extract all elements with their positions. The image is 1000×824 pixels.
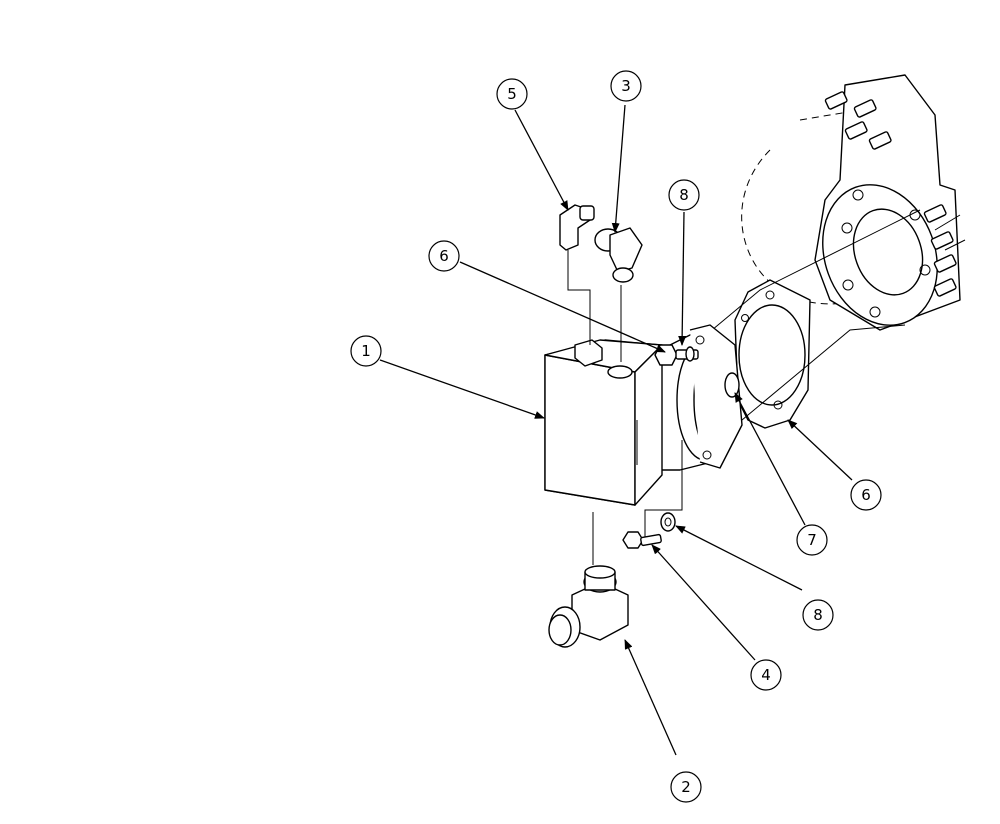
leader-lines [379,104,853,756]
callout-label: 7 [807,531,817,549]
callout-label: 8 [813,606,823,624]
callout-8-upper: 8 [668,179,700,211]
callout-label: 4 [761,666,771,684]
callout-8-lower: 8 [802,599,834,631]
callout-label: 2 [681,778,691,796]
valve-block [544,339,663,506]
callout-label: 8 [679,186,689,204]
gasket [734,279,811,429]
callout-label: 6 [861,486,871,504]
gearbox-housing [741,74,966,331]
fitting-5 [559,204,595,260]
callout-label: 3 [621,77,631,95]
callout-5: 5 [496,78,528,110]
callout-7: 7 [796,524,828,556]
callout-6-lower: 6 [850,479,882,511]
washer-8 [660,512,676,532]
fitting-2 [548,565,629,648]
callout-label: 1 [361,342,371,360]
fitting-3 [594,227,643,283]
callout-label: 5 [507,85,517,103]
housing-bolts [824,91,957,297]
callout-6-upper: 6 [428,240,460,272]
bolt-4 [622,531,662,549]
callout-2: 2 [670,771,702,803]
callout-4: 4 [750,659,782,691]
callout-3: 3 [610,70,642,102]
callout-label: 6 [439,247,449,265]
callout-1: 1 [350,335,382,367]
